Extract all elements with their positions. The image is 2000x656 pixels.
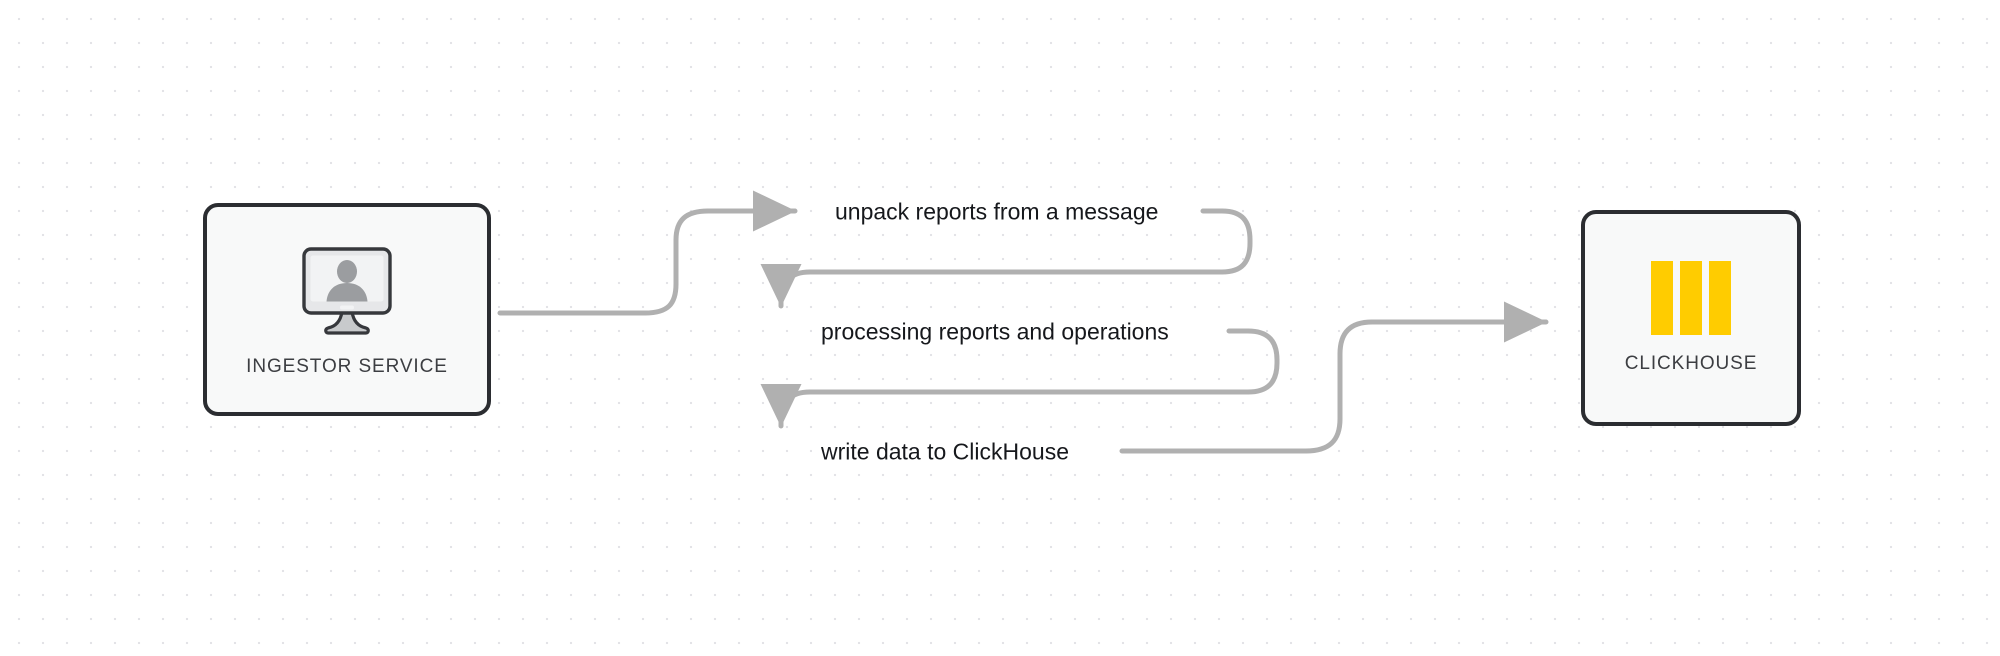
edge-path-processing-return: [760, 328, 1280, 429]
edge-label-write: write data to ClickHouse: [821, 438, 1069, 465]
edge-label-processing-backdrop: [812, 316, 1224, 346]
edge-path-unpack-return: [760, 208, 1253, 309]
edge-label-unpack: unpack reports from a message: [835, 198, 1159, 225]
edge-path-write-to-clickhouse: [1119, 301, 1549, 454]
node-label-clickhouse: CLICKHOUSE: [1624, 353, 1758, 374]
node-clickhouse[interactable]: CLICKHOUSE: [1581, 210, 1801, 426]
monitor-user-icon: [302, 246, 392, 335]
node-ingestor-service[interactable]: INGESTOR SERVICE: [203, 203, 491, 416]
edge-label-processing: processing reports and operations: [821, 318, 1169, 345]
clickhouse-logo-icon: [1651, 261, 1731, 335]
edge-path-unpack: [497, 190, 798, 316]
node-label-ingestor-service: INGESTOR SERVICE: [246, 355, 448, 377]
edge-label-write-backdrop: [812, 436, 1118, 466]
edge-label-unpack-backdrop: [826, 196, 1198, 226]
